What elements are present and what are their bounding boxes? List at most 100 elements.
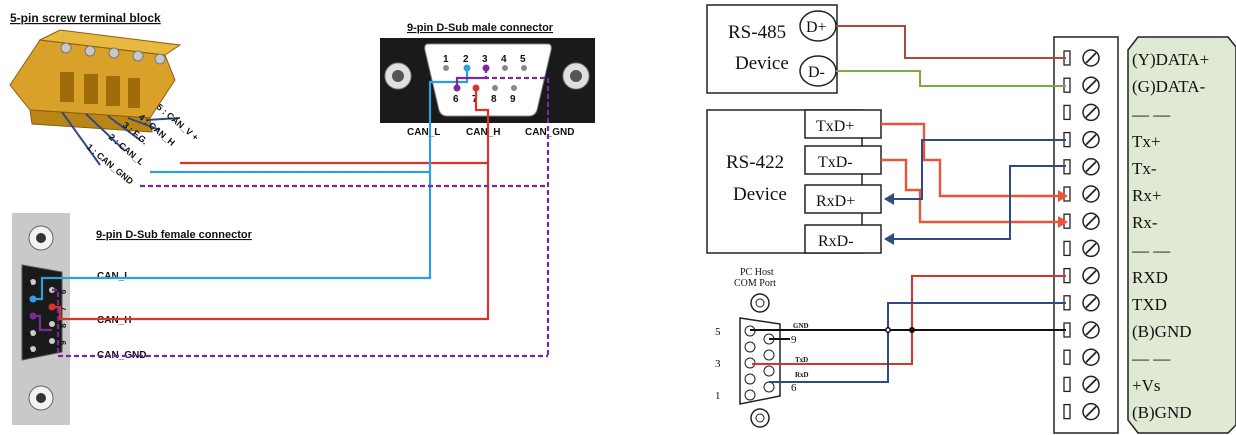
- male-signal-labels: CAN_L CAN_H CAN_GND: [407, 127, 574, 138]
- rs485-pin-label: D+: [806, 19, 827, 36]
- wire-can-l-male: [428, 68, 469, 279]
- male-pin-number: 8: [491, 94, 497, 105]
- rs422-name-line2: Device: [733, 184, 787, 205]
- female-connector-title: 9-pin D-Sub female connector: [96, 229, 253, 241]
- terminal-label: (B)GND: [1132, 322, 1192, 341]
- female-pin-number: 3: [24, 315, 33, 320]
- terminal-label: — —: [1131, 241, 1171, 260]
- rs422-pin-box: [804, 224, 882, 254]
- pc-pin-label: 3: [715, 358, 721, 370]
- terminal-label: (G)DATA-: [1132, 77, 1206, 96]
- terminal-label: (Y)DATA+: [1132, 50, 1209, 69]
- female-pin-number: 9: [59, 340, 68, 345]
- terminal-slot: [1063, 186, 1071, 202]
- terminal-screw-slot: [1085, 405, 1097, 418]
- terminal-slot: [1063, 104, 1071, 121]
- wire-junctions-right: [885, 327, 915, 333]
- rs422-pin-label: RxD-: [818, 233, 854, 250]
- wire-txd-plus: [881, 122, 1058, 198]
- can-wiring-diagram: 5-pin screw terminal block 1 : CAN_GND: [9, 11, 595, 425]
- terminal-cells: [1063, 49, 1100, 421]
- female-can-l-label: CAN_L: [97, 271, 130, 282]
- wire-data-minus: [836, 70, 1066, 87]
- male-pin-number: 3: [482, 54, 488, 65]
- male-dsub-connector: [380, 38, 595, 123]
- wire-txd-minus: [881, 158, 1058, 224]
- rs422-pin-label: RxD+: [816, 193, 855, 210]
- male-can-gnd-label: CAN_GND: [525, 127, 574, 138]
- rs422-pin-label: TxD+: [816, 118, 854, 135]
- female-can-h-label: CAN_H: [97, 315, 131, 326]
- rs485-name-line1: RS-485: [728, 22, 786, 43]
- rs422-name-line1: RS-422: [726, 152, 784, 173]
- male-pin-number: 1: [443, 54, 449, 65]
- male-can-h-label: CAN_H: [466, 127, 500, 138]
- wire-can-gnd-male: [484, 68, 550, 356]
- female-signal-labels: CAN_L CAN_H CAN_GND: [97, 271, 146, 361]
- screw-terminal-block-image: [9, 29, 182, 133]
- rs485-pin-label: D-: [808, 64, 825, 81]
- terminal-screw-slot: [1085, 106, 1097, 119]
- pc-signal-label: GND: [793, 322, 809, 330]
- terminal-screw-slot: [1085, 242, 1097, 255]
- terminal-label: Tx+: [1132, 132, 1160, 151]
- terminal-label: RXD: [1132, 268, 1168, 287]
- male-connector-title: 9-pin D-Sub male connector: [407, 22, 554, 34]
- rs485-name-line2: Device: [735, 53, 789, 74]
- female-pin-numbers: 1 2 3 4 5 6 7 8 9: [24, 281, 68, 353]
- pc-pin-label: 1: [715, 390, 721, 402]
- male-pin-number: 4: [501, 54, 507, 65]
- terminal-label: — —: [1131, 349, 1171, 368]
- female-pin-number: 2: [24, 298, 33, 303]
- pc-db9-connector: [739, 293, 781, 428]
- terminal-screw-slot: [1085, 133, 1097, 146]
- wire-tx-minus: [894, 165, 1066, 240]
- terminal-slot: [1063, 240, 1071, 257]
- wire-rxd: [752, 275, 1066, 365]
- wire-txd: [769, 302, 1066, 383]
- rs-wires: [750, 25, 1066, 383]
- terminal-label: — —: [1131, 105, 1171, 124]
- arrowheads: [884, 190, 1068, 245]
- terminal-label: TXD: [1132, 295, 1167, 314]
- wire-can-h-female: [52, 305, 488, 321]
- female-pin-number: 6: [59, 289, 68, 294]
- wire-junctions: [29, 64, 490, 320]
- terminal-slot: [1063, 349, 1071, 365]
- wire-can-l-female: [33, 276, 430, 301]
- male-pin-number: 2: [463, 54, 469, 65]
- rs422-pin-box: [804, 109, 882, 139]
- terminal-label: Rx-: [1132, 213, 1158, 232]
- wire-can-h-male: [474, 88, 490, 163]
- male-pin-number: 5: [520, 54, 526, 65]
- female-can-gnd-label: CAN_GND: [97, 350, 146, 361]
- terminal-screw-slot: [1085, 161, 1097, 173]
- terminal-labels: (Y)DATA+ (G)DATA- — — Tx+ Tx- Rx+ Rx- — …: [1131, 50, 1209, 422]
- terminal-slot: [1063, 403, 1071, 420]
- pc-pin-label: 9: [791, 334, 797, 346]
- terminal-screw-slot: [1085, 324, 1097, 336]
- pc-host-title-line1: PC Host: [740, 267, 774, 278]
- wire-data-plus: [836, 25, 1066, 59]
- terminal-slot: [1063, 376, 1071, 393]
- terminal-label: (B)GND: [1132, 403, 1192, 422]
- female-pin-number: 1: [24, 281, 33, 286]
- rs422-pin-label: TxD-: [818, 154, 853, 171]
- female-pin-number: 8: [59, 323, 68, 328]
- terminal-label-panel: [1127, 36, 1236, 434]
- male-pin-number: 6: [453, 94, 459, 105]
- terminal-screw-slot: [1085, 215, 1097, 227]
- pc-signal-label: RxD: [795, 371, 809, 379]
- terminal-block-title: 5-pin screw terminal block: [10, 11, 161, 25]
- pc-host-title-line2: COM Port: [734, 278, 776, 289]
- wire-tx-plus: [894, 139, 1066, 200]
- terminal-screw-slot: [1085, 378, 1097, 391]
- male-pin-number: 9: [510, 94, 516, 105]
- terminal-screw-slot: [1085, 79, 1097, 91]
- pc-pin-label: 5: [715, 326, 721, 338]
- terminal-label: Rx+: [1132, 186, 1161, 205]
- male-can-l-label: CAN_L: [407, 127, 440, 138]
- terminal-label: Tx-: [1132, 159, 1157, 178]
- terminal-screw-slot: [1085, 269, 1097, 282]
